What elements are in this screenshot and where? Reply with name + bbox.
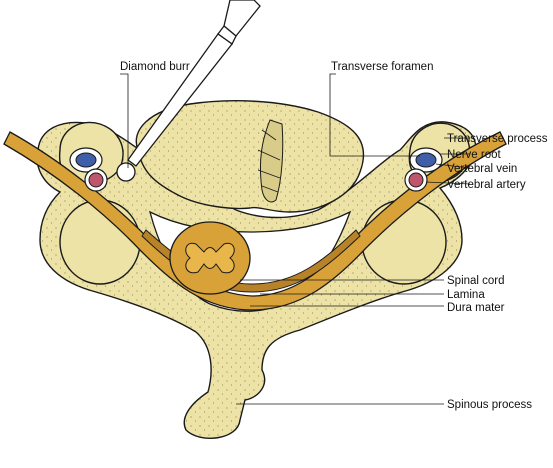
label-spinal-cord: Spinal cord <box>447 275 505 287</box>
vertebral-artery-right <box>408 172 424 188</box>
vertebral-vein-left <box>75 152 97 168</box>
foramen-left <box>69 147 108 192</box>
label-nerve-root: Nerve root <box>447 149 501 161</box>
leader-diamond-burr <box>120 73 129 168</box>
leader-lines <box>120 73 471 405</box>
label-dura-mater: Dura mater <box>447 302 505 314</box>
foramen-right <box>404 147 443 192</box>
label-spinous-process: Spinous process <box>447 399 532 411</box>
label-diamond-burr: Diamond burr <box>120 61 190 73</box>
label-vertebral-artery: Vertebral artery <box>447 179 526 191</box>
leader-vertebral-artery <box>425 181 471 185</box>
label-transverse-foramen: Transverse foramen <box>331 61 433 73</box>
label-vertebral-vein: Vertebral vein <box>447 163 517 175</box>
diamond-burr-instrument <box>116 0 261 182</box>
label-transverse-process: Transverse process <box>447 133 548 145</box>
gray-matter <box>185 242 235 274</box>
leader-vertebral-vein <box>435 163 471 169</box>
burr-tip <box>116 162 136 182</box>
vertebral-vein-right <box>415 152 437 168</box>
vertebral-artery-left <box>88 172 104 188</box>
leader-transverse-foramen <box>329 73 420 157</box>
label-lamina: Lamina <box>447 289 485 301</box>
